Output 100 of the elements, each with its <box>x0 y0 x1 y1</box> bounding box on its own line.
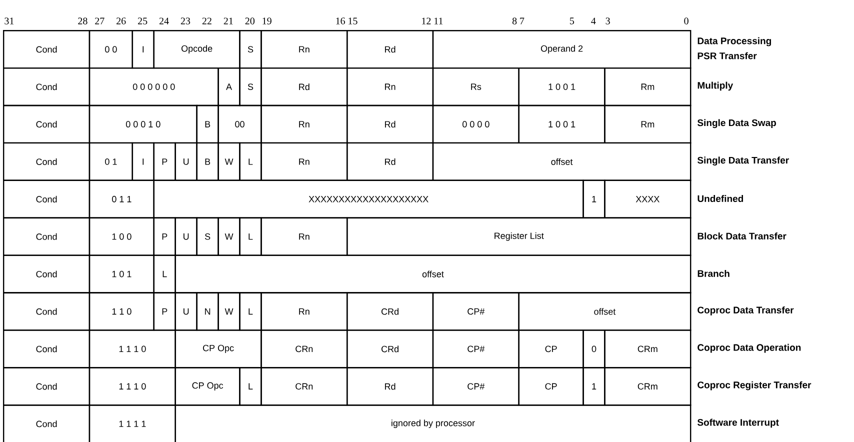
bit-number: 26 <box>116 18 126 24</box>
bit-number: 25 <box>138 18 148 24</box>
field-cell: 0 0 0 0 <box>432 104 520 144</box>
field-cell: 1 0 0 1 <box>518 104 606 144</box>
field-cell: Cond <box>3 217 90 256</box>
field-cell: 0 1 <box>88 142 134 181</box>
field-cell: CRm <box>604 330 692 368</box>
bit-number: 31 <box>4 18 14 24</box>
instruction-class-label: Coproc Register Transfer <box>698 381 812 390</box>
bit-number: 5 <box>570 18 574 24</box>
field-cell: CRd <box>346 292 434 331</box>
field-cell: Cond <box>3 30 90 69</box>
instruction-class-label: Undefined <box>698 195 744 202</box>
field-cell: B <box>196 142 219 181</box>
instruction-class-label: Coproc Data Operation <box>698 344 801 353</box>
field-cell: I <box>132 30 154 69</box>
bit-number: 19 <box>262 18 272 24</box>
instruction-class-label: Multiply <box>698 82 734 91</box>
bit-number: 20 <box>245 18 255 24</box>
field-cell: L <box>239 217 262 256</box>
field-cell: S <box>196 217 219 256</box>
field-cell: Cond <box>3 254 90 294</box>
field-cell: CP Opc <box>174 367 240 406</box>
field-cell: 0 <box>582 330 606 368</box>
field-cell: offset <box>432 142 692 181</box>
instruction-class-label: Branch <box>698 270 730 277</box>
field-cell: 1 1 1 0 <box>88 367 176 406</box>
field-cell: P <box>153 292 176 331</box>
field-cell: A <box>218 67 240 106</box>
field-cell: 1 0 0 1 <box>518 67 606 106</box>
field-cell: ignored by processor <box>174 404 692 442</box>
field-cell: Register List <box>346 217 692 256</box>
field-cell: W <box>218 292 240 331</box>
instruction-class-label: Coproc Data Transfer <box>698 306 794 316</box>
field-cell: Cond <box>3 404 90 442</box>
field-cell: P <box>153 217 176 256</box>
field-cell: CP <box>518 367 584 406</box>
field-cell: Rd <box>346 142 434 181</box>
field-cell: offset <box>174 254 692 294</box>
field-cell: Rm <box>604 67 692 106</box>
field-cell: Rn <box>260 292 348 331</box>
field-cell: Rd <box>346 367 434 406</box>
bit-number: 12 <box>422 18 431 24</box>
field-cell: B <box>196 104 219 144</box>
field-cell: Cond <box>3 180 90 218</box>
bit-number: 0 <box>684 18 688 24</box>
field-cell: I <box>132 142 154 181</box>
field-cell: U <box>174 292 198 331</box>
instruction-class-label: PSR Transfer <box>698 52 757 60</box>
field-cell: W <box>218 142 240 181</box>
field-cell: L <box>239 292 262 331</box>
field-cell: Rm <box>604 104 692 144</box>
field-cell: Cond <box>3 292 90 331</box>
field-cell: CRn <box>260 330 348 368</box>
field-cell: 1 1 1 0 <box>88 330 176 368</box>
instruction-class-label: Single Data Transfer <box>697 156 789 166</box>
field-cell: Rd <box>346 104 434 144</box>
field-cell: CP Opc <box>174 330 262 368</box>
field-cell: CP# <box>432 330 520 368</box>
field-cell: 0 0 0 1 0 <box>88 104 198 144</box>
field-cell: CP# <box>432 367 520 406</box>
field-cell: Rn <box>260 30 348 69</box>
bit-number: 27 <box>95 18 104 24</box>
field-cell: 1 1 0 <box>88 292 154 331</box>
bit-number: 15 <box>348 18 358 24</box>
field-cell: XXXXXXXXXXXXXXXXXXXX <box>153 180 584 218</box>
field-cell: Cond <box>3 142 90 181</box>
field-cell: CP# <box>432 292 520 331</box>
field-cell: XXXX <box>604 180 692 218</box>
instruction-class-label: Block Data Transfer <box>698 232 786 240</box>
instruction-class-label: Single Data Swap <box>697 119 776 128</box>
field-cell: 1 0 1 <box>88 254 154 294</box>
field-cell: CRm <box>604 367 692 406</box>
field-cell: 00 <box>218 104 262 144</box>
field-cell: Rd <box>346 30 434 69</box>
field-cell: CRn <box>260 367 348 406</box>
instruction-class-label: Data Processing <box>698 37 771 46</box>
field-cell: 0 0 0 0 0 0 <box>88 67 219 106</box>
field-cell: 0 1 1 <box>88 180 154 218</box>
field-cell: 1 0 0 <box>88 217 154 256</box>
field-cell: Cond <box>3 330 90 368</box>
field-cell: Cond <box>3 67 90 106</box>
field-cell: 1 1 1 1 <box>88 404 176 442</box>
field-cell: Opcode <box>153 30 240 69</box>
field-cell: Rn <box>346 67 434 106</box>
field-cell: P <box>153 142 176 181</box>
field-cell: Cond <box>3 367 90 406</box>
field-cell: CP <box>518 330 584 368</box>
field-cell: U <box>174 142 198 181</box>
field-cell: W <box>218 217 240 256</box>
field-cell: Rn <box>260 104 348 144</box>
bit-number: 23 <box>180 18 190 24</box>
bit-number: 7 <box>520 18 524 24</box>
field-cell: Rn <box>260 142 348 181</box>
bit-number: 8 <box>512 18 517 24</box>
bit-number: 22 <box>202 18 212 24</box>
field-cell: S <box>239 30 262 69</box>
field-cell: N <box>196 292 219 331</box>
field-cell: S <box>239 67 262 106</box>
field-cell: U <box>174 217 198 256</box>
